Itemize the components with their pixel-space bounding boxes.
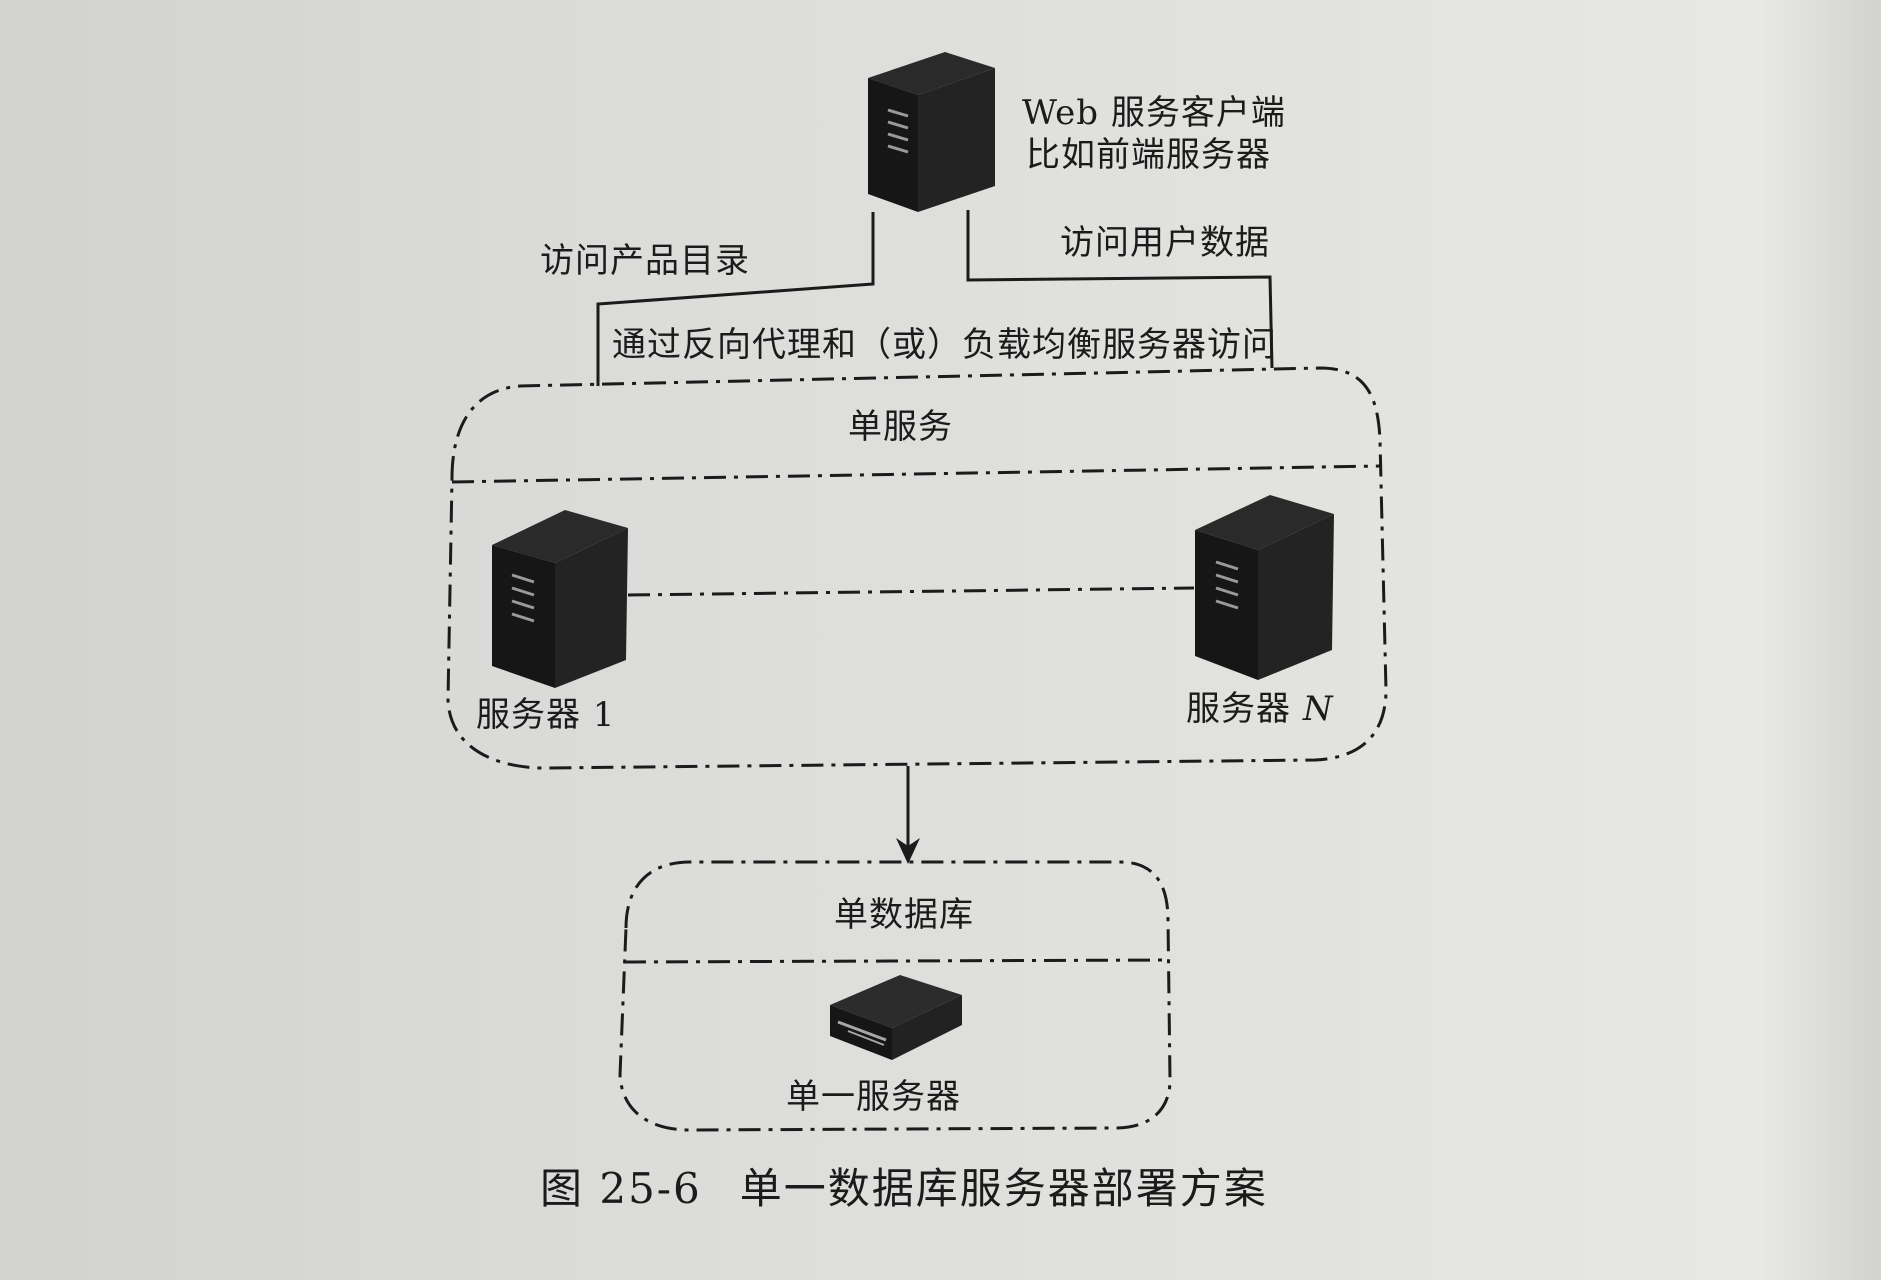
web-client-server-icon — [868, 52, 995, 212]
figure-caption-title: 单一数据库服务器部署方案 — [739, 1164, 1268, 1213]
web-client-label-line1: Web 服务客户端 — [1022, 93, 1286, 133]
page-edge-shadow — [1761, 0, 1881, 1280]
proxy-label: 通过反向代理和（或）负载均衡服务器访问 — [612, 325, 1277, 365]
service-to-database-arrow — [896, 766, 920, 864]
edge-right-label: 访问用户数据 — [1060, 223, 1270, 263]
single-service-title: 单服务 — [848, 407, 953, 447]
server-1-icon — [492, 510, 628, 688]
server-n-label-variable: N — [1302, 689, 1334, 729]
single-database-title: 单数据库 — [834, 895, 974, 935]
connector-user-data — [966, 210, 1274, 369]
connector-product-catalog — [596, 212, 875, 386]
web-client-label-line2: 比如前端服务器 — [1026, 135, 1271, 175]
server-1-label: 服务器 1 — [476, 695, 616, 735]
single-server-label: 单一服务器 — [786, 1077, 961, 1117]
figure-caption-number: 图 25-6 — [540, 1164, 702, 1213]
server-n-label-prefix: 服务器 — [1186, 689, 1303, 729]
single-database-group-box — [618, 860, 1172, 1132]
database-server-icon — [830, 975, 962, 1060]
server-n-icon — [1195, 495, 1334, 680]
edge-left-label: 访问产品目录 — [540, 241, 750, 281]
server-n-label: 服务器 N — [1186, 692, 1334, 726]
single-service-group-box — [446, 366, 1388, 770]
